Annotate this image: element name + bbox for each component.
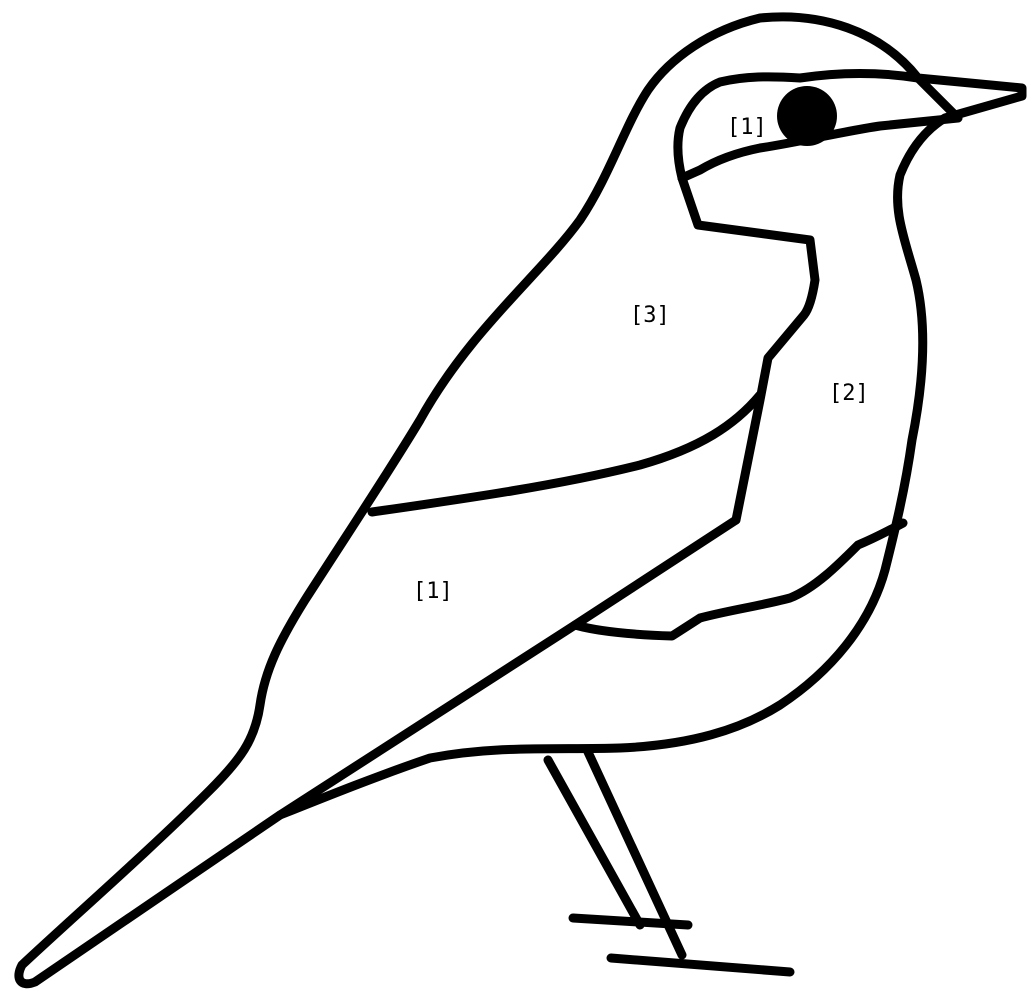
wing-bottom-line [280,520,736,815]
back-foot [611,958,790,972]
label-back-region: [3] [630,303,670,328]
label-breast-region: [2] [829,381,869,406]
label-wing-region: [1] [413,579,453,604]
flank-line [575,523,903,636]
throat-line [682,178,815,520]
body-outline [19,17,1022,984]
label-eye-region: [1] [727,115,767,140]
eye-icon [777,86,837,146]
wing-top-line [372,395,760,512]
front-foot [573,918,688,925]
